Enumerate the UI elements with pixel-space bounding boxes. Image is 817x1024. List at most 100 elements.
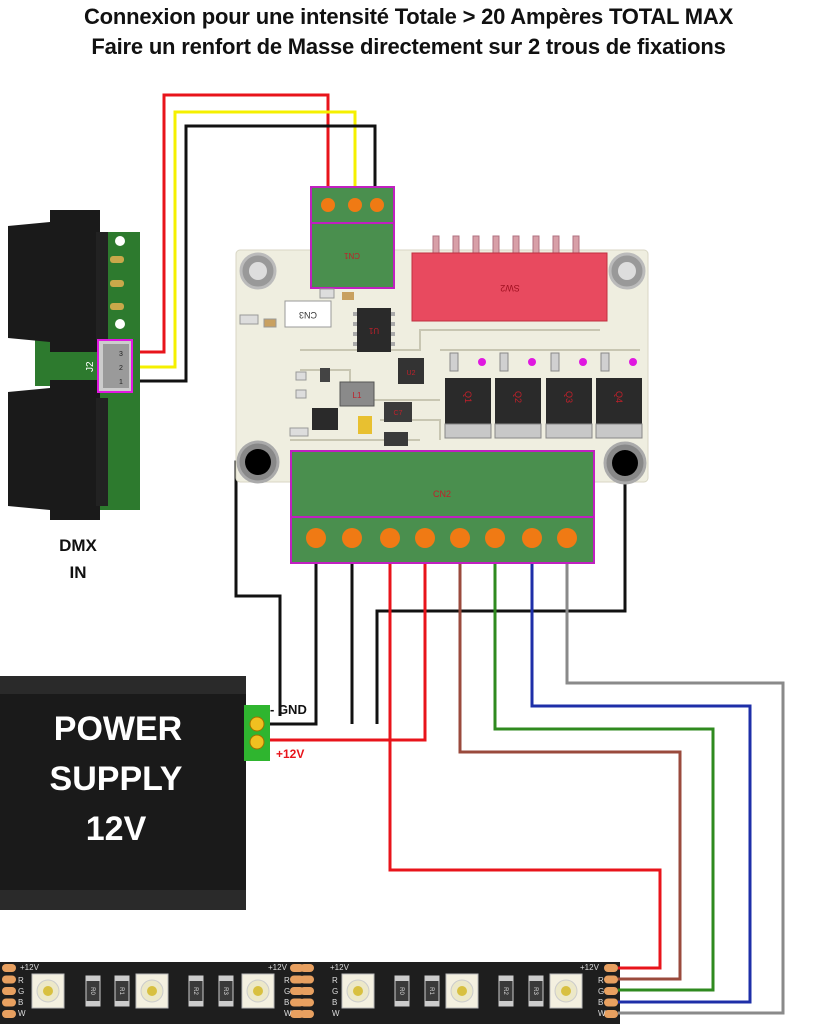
strip-resistor: R2	[188, 975, 204, 1007]
cn2-pin-2	[342, 528, 362, 548]
sw2-dip-switch: SW2	[411, 235, 608, 322]
strip-pad-label-r-mid: R	[284, 976, 290, 985]
strip-voltage-label-3: +12V	[330, 963, 350, 972]
wire-12v-strip	[388, 548, 662, 970]
strip-pad-label-g-mid2: G	[332, 987, 338, 996]
strip-voltage-label-2: +12V	[268, 963, 288, 972]
wire-dmx-black	[130, 124, 377, 383]
strip-resistor-label: R0	[398, 987, 404, 995]
cn2-pin-6	[485, 528, 505, 548]
j2-pin-3: 3	[119, 351, 123, 358]
strip-pad-label-r-left: R	[18, 976, 24, 985]
strip-resistor: R0	[394, 975, 410, 1007]
cn1-pin-2	[348, 198, 362, 212]
led-chip	[31, 973, 65, 1009]
cn2-label: CN2	[433, 489, 451, 499]
mosfet-label: Q2	[513, 391, 523, 403]
l1-label: L1	[353, 391, 362, 400]
strip-pad-label-r: R	[598, 976, 604, 985]
dmx-label-line1: DMX	[59, 536, 97, 555]
c7-label: C7	[394, 410, 403, 417]
dmx-label-line2: IN	[70, 563, 87, 582]
cn1-pin-3	[370, 198, 384, 212]
cn1-terminal-body	[310, 222, 395, 289]
cn2-pin-1	[306, 528, 326, 548]
cn2-pin-3	[380, 528, 400, 548]
led-chip	[341, 973, 375, 1009]
psu-terminal-12v	[249, 734, 265, 750]
strip-pads-right	[604, 964, 618, 1018]
wires	[130, 93, 785, 1015]
xlr-lower	[8, 380, 100, 520]
strip-resistor: R3	[218, 975, 234, 1007]
l1-inductor	[339, 381, 375, 407]
mosfet-q1: Q1	[444, 352, 492, 439]
wire-w-gray	[565, 548, 785, 1015]
cn2-terminal-pins	[290, 516, 595, 564]
wire-b-blue	[530, 548, 752, 1004]
led-chip	[445, 973, 479, 1009]
strip-pad-label-g: G	[598, 987, 604, 996]
strip-voltage-label-4: +12V	[580, 963, 600, 972]
cn2-pin-7	[522, 528, 542, 548]
cn2-terminal-body	[290, 450, 595, 518]
u2-label: U2	[407, 370, 416, 377]
strip-pad-label-b-left: B	[18, 998, 23, 1007]
tantalum-capacitor	[358, 416, 372, 434]
strip-pad-label-g-mid: G	[284, 987, 290, 996]
psu-12v-label: +12V	[276, 747, 304, 761]
wire-gnd-hole-right	[375, 478, 627, 724]
led-chip	[135, 973, 169, 1009]
strip-pad-label-r-mid2: R	[332, 976, 338, 985]
title-line-2: Faire un renfort de Masse directement su…	[91, 34, 726, 59]
u1-label: U1	[368, 326, 379, 335]
wire-12v-term4	[270, 548, 427, 742]
wire-dmx-red	[130, 93, 330, 354]
strip-voltage-label-1: +12V	[20, 963, 40, 972]
cn2-pin-5	[450, 528, 470, 548]
power-supply: POWER SUPPLY 12V - GND +12V	[0, 676, 307, 910]
j2-label: J2	[85, 361, 96, 372]
strip-pad-label-w: W	[598, 1009, 606, 1018]
strip-resistor: R1	[114, 975, 130, 1007]
psu-label-line1: POWER	[54, 710, 182, 748]
led-chip	[241, 973, 275, 1009]
mosfet-q4: Q4	[595, 352, 643, 439]
psu-terminal-gnd	[249, 716, 265, 732]
wire-g-green	[493, 548, 715, 992]
strip-resistor-label: R2	[502, 987, 508, 995]
cn2-pin-4	[415, 528, 435, 548]
strip-pads-mid	[300, 964, 314, 1018]
cn3-connector	[284, 300, 332, 328]
psu-gnd-label: - GND	[270, 702, 307, 717]
strip-resistor: R1	[424, 975, 440, 1007]
strip-resistor: R0	[85, 975, 101, 1007]
strip-pad-label-g-left: G	[18, 987, 24, 996]
strip-pad-label-b-mid: B	[284, 998, 289, 1007]
j2-pin-2: 2	[119, 365, 123, 372]
c7-capacitor	[384, 402, 412, 422]
mosfet-q3: Q3	[545, 352, 593, 439]
strip-pad-label-b-mid2: B	[332, 998, 337, 1007]
mosfet-q2: Q2	[494, 352, 542, 439]
strip-resistor-label: R3	[222, 987, 228, 995]
wire-dmx-yellow	[130, 110, 357, 369]
strip-resistor: R2	[498, 975, 514, 1007]
strip-pads-left	[2, 964, 16, 1018]
psu-body	[0, 676, 246, 910]
u2-chip	[398, 358, 424, 384]
xlr-upper	[8, 210, 100, 352]
mosfet-label: Q3	[564, 391, 574, 403]
dmx-connector-assembly: J2 3 2 1 DMX IN	[8, 210, 140, 582]
u1-chip	[357, 308, 391, 352]
psu-label-line2: SUPPLY	[50, 760, 183, 798]
sw2-label: SW2	[500, 283, 520, 293]
controller-board: CN1 SW2 CN3 U1 U2 L1 C7	[235, 186, 649, 564]
mosfet-label: Q1	[463, 391, 473, 403]
strip-resistor-label: R1	[428, 987, 434, 995]
strip-pads-mid-left	[290, 964, 304, 1018]
strip-resistor-label: R1	[118, 987, 124, 995]
j2-pin-1: 1	[119, 379, 123, 386]
